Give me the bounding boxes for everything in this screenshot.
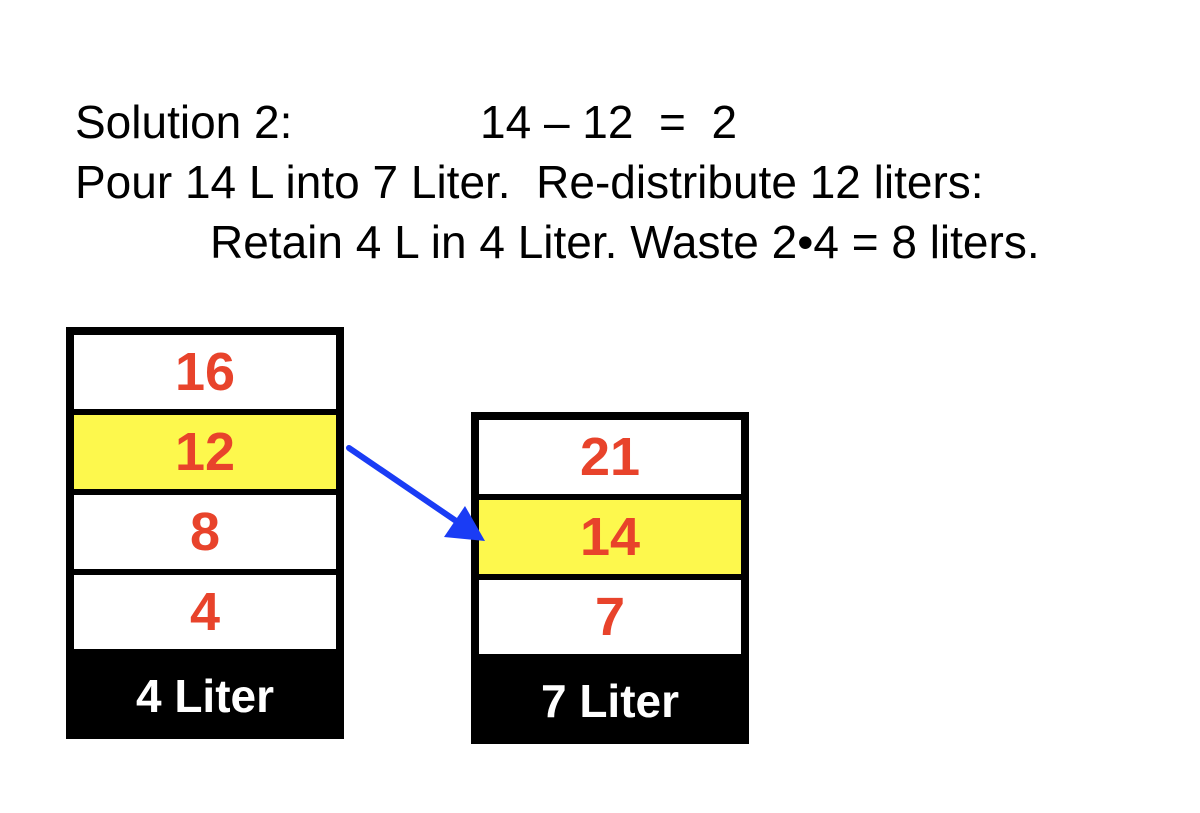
container-4-liter: 16 12 8 4 4 Liter [66, 327, 344, 739]
arrow-shaft [346, 445, 465, 528]
mark-cell: 4 [74, 575, 336, 649]
mark-value: 14 [579, 507, 641, 567]
mark-value: 4 [189, 582, 221, 642]
mark-value: 21 [579, 427, 641, 487]
mark-cell-highlighted: 12 [74, 415, 336, 489]
mark-value: 7 [594, 587, 626, 647]
mark-cell: 7 [479, 580, 741, 654]
mark-cell-highlighted: 14 [479, 500, 741, 574]
container-7-liter: 21 14 7 7 Liter [471, 412, 749, 744]
mark-cell: 8 [74, 495, 336, 569]
instruction-line-2: Retain 4 L in 4 Liter. Waste 2•4 = 8 lit… [210, 216, 1040, 268]
solution-heading: Solution 2: [75, 96, 293, 148]
instruction-line-1: Pour 14 L into 7 Liter. Re-distribute 12… [75, 156, 984, 208]
mark-value: 12 [174, 422, 236, 482]
mark-value: 16 [174, 342, 236, 402]
mark-value: 8 [189, 502, 221, 562]
container-label: 4 Liter [135, 670, 275, 722]
mark-cell: 21 [479, 420, 741, 494]
mark-cell: 16 [74, 335, 336, 409]
container-label: 7 Liter [540, 675, 680, 727]
solution-equation: 14 – 12 = 2 [480, 96, 738, 148]
